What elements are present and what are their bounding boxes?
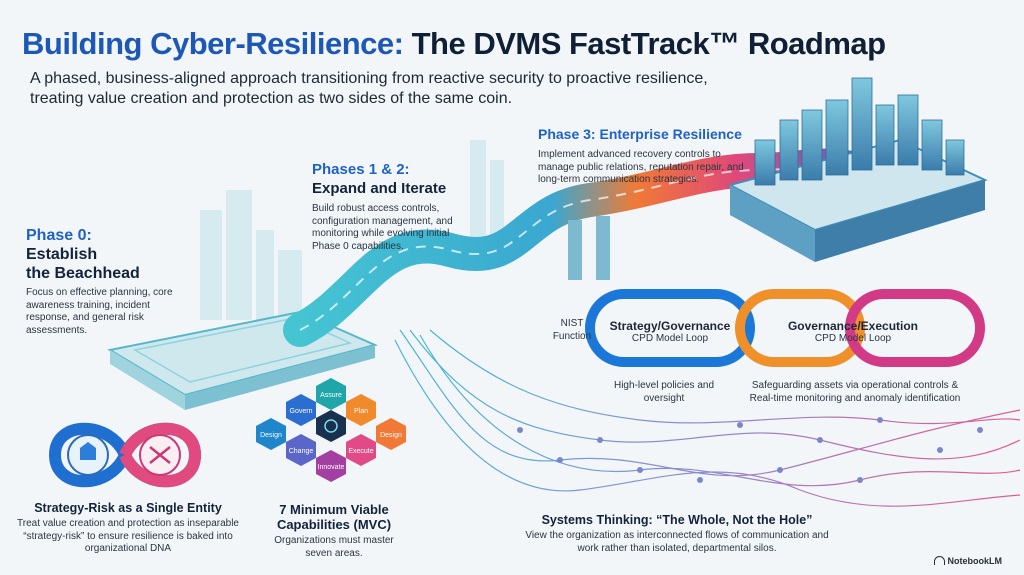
phase12-block: Phases 1 & 2: Expand and Iterate Build r… (312, 160, 477, 253)
hex-assure: Assure (316, 378, 346, 410)
hex-plan: Plan (346, 394, 376, 426)
loop1-caption: High-level policies and oversight (613, 380, 715, 404)
phase0-title-line1: Establish (26, 246, 98, 263)
systems-desc: View the organization as interconnected … (525, 530, 829, 554)
phase3-title: Phase 3: Enterprise Resilience (538, 126, 742, 142)
svg-text:Plan: Plan (354, 408, 368, 415)
title-part2: The DVMS FastTrack™ Roadmap (411, 26, 887, 61)
phase0-block: Phase 0: Establish the Beachhead Focus o… (26, 226, 176, 337)
loop1-text: Strategy/Governance CPD Model Loop (600, 319, 740, 344)
svg-text:Assure: Assure (320, 392, 342, 399)
svg-text:Innovate: Innovate (318, 464, 345, 471)
systems-block: Systems Thinking: “The Whole, Not the Ho… (520, 512, 834, 555)
svg-text:Design: Design (260, 432, 282, 439)
flow-nodes (517, 417, 983, 483)
loop2-caption: Safeguarding assets via operational cont… (749, 380, 961, 404)
loop2-text: Governance/Execution CPD Model Loop (768, 319, 938, 344)
strategy-risk-infinity-icon (48, 422, 202, 488)
strategy-risk-desc: Treat value creation and protection as i… (17, 518, 239, 554)
mvc-hex-cluster: Assure Govern Plan Design Design Change … (256, 378, 406, 482)
brand-logo-icon (934, 556, 945, 565)
hex-center (316, 410, 346, 442)
strategy-risk-title: Strategy-Risk as a Single Entity (34, 501, 222, 515)
phase12-desc: Build robust access controls, configurat… (312, 203, 453, 252)
hex-innovate: Innovate (316, 450, 346, 482)
flow-network (394, 329, 1021, 507)
mvc-block: 7 Minimum Viable Capabilities (MVC) Orga… (250, 502, 418, 560)
phase12-label: Phases 1 & 2: (312, 161, 410, 178)
hex-govern: Govern (286, 394, 316, 426)
svg-text:Execute: Execute (348, 448, 373, 455)
hex-execute: Execute (346, 434, 376, 466)
brand-name: NotebookLM (947, 556, 1003, 566)
mvc-title-line1: 7 Minimum Viable (279, 502, 389, 517)
loop1-title: Strategy/Governance (609, 319, 731, 333)
hex-design-left: Design (256, 418, 286, 450)
brand-badge: NotebookLM (934, 556, 1002, 566)
svg-text:Change: Change (289, 448, 314, 455)
mvc-desc: Organizations must master seven areas. (274, 535, 394, 559)
hex-change: Change (286, 434, 316, 466)
phase0-label: Phase 0: (26, 227, 92, 244)
nist-loops (585, 289, 985, 367)
loop2-title: Governance/Execution (787, 319, 919, 333)
page-subtitle: A phased, business-aligned approach tran… (30, 70, 708, 107)
phase12-title: Expand and Iterate (312, 180, 447, 197)
phase0-desc: Focus on effective planning, core awaren… (26, 287, 173, 336)
svg-text:Design: Design (380, 432, 402, 439)
phase3-block: Phase 3: Enterprise Resilience Implement… (538, 125, 748, 187)
title-part1: Building Cyber-Resilience: (22, 26, 404, 61)
nist-function-label: NIST Function (552, 318, 592, 342)
mvc-title-line2: Capabilities (MVC) (276, 517, 392, 532)
page-title: Building Cyber-Resilience: The DVMS Fast… (22, 26, 886, 62)
phase0-title-line2: the Beachhead (26, 265, 140, 282)
strategy-risk-block: Strategy-Risk as a Single Entity Treat v… (4, 500, 252, 556)
city-platform (727, 138, 988, 262)
loop2-sub: CPD Model Loop (814, 333, 892, 344)
svg-text:Govern: Govern (290, 408, 313, 415)
city-towers (754, 77, 965, 186)
systems-title: Systems Thinking: “The Whole, Not the Ho… (541, 513, 813, 527)
hex-design-right: Design (376, 418, 406, 450)
loop1-sub: CPD Model Loop (631, 333, 709, 344)
phase3-desc: Implement advanced recovery controls to … (538, 149, 744, 185)
